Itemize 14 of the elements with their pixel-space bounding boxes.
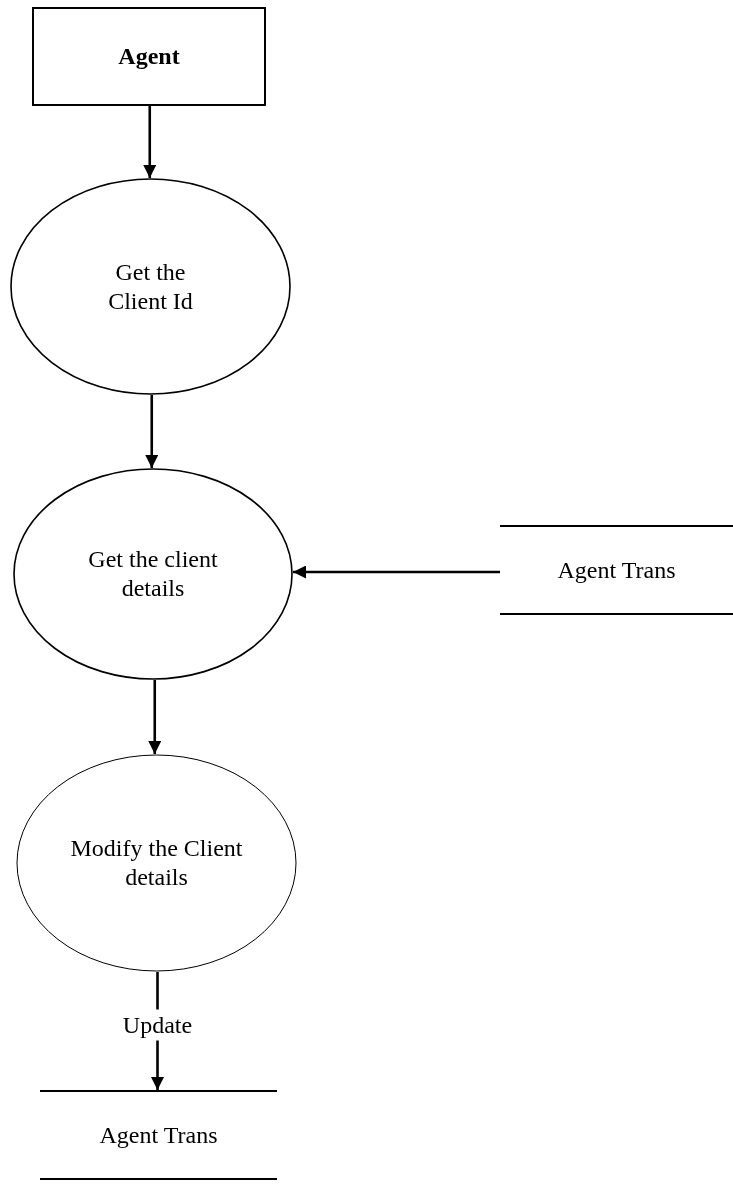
process-label: Get the Client Id — [107, 257, 194, 316]
entity-box — [32, 7, 266, 106]
arrow — [293, 565, 500, 579]
data-store — [40, 1090, 277, 1180]
arrow — [148, 680, 162, 754]
process-label: Modify the Client details — [69, 834, 244, 892]
edge-label: Update — [122, 1009, 193, 1041]
entity-label: Agent — [118, 42, 180, 71]
arrow — [145, 395, 159, 468]
data-store — [500, 525, 733, 615]
store-label: Agent Trans — [99, 1120, 218, 1150]
arrow — [143, 106, 157, 178]
process-label: Get the client details — [87, 545, 219, 603]
store-label: Agent Trans — [557, 555, 676, 585]
